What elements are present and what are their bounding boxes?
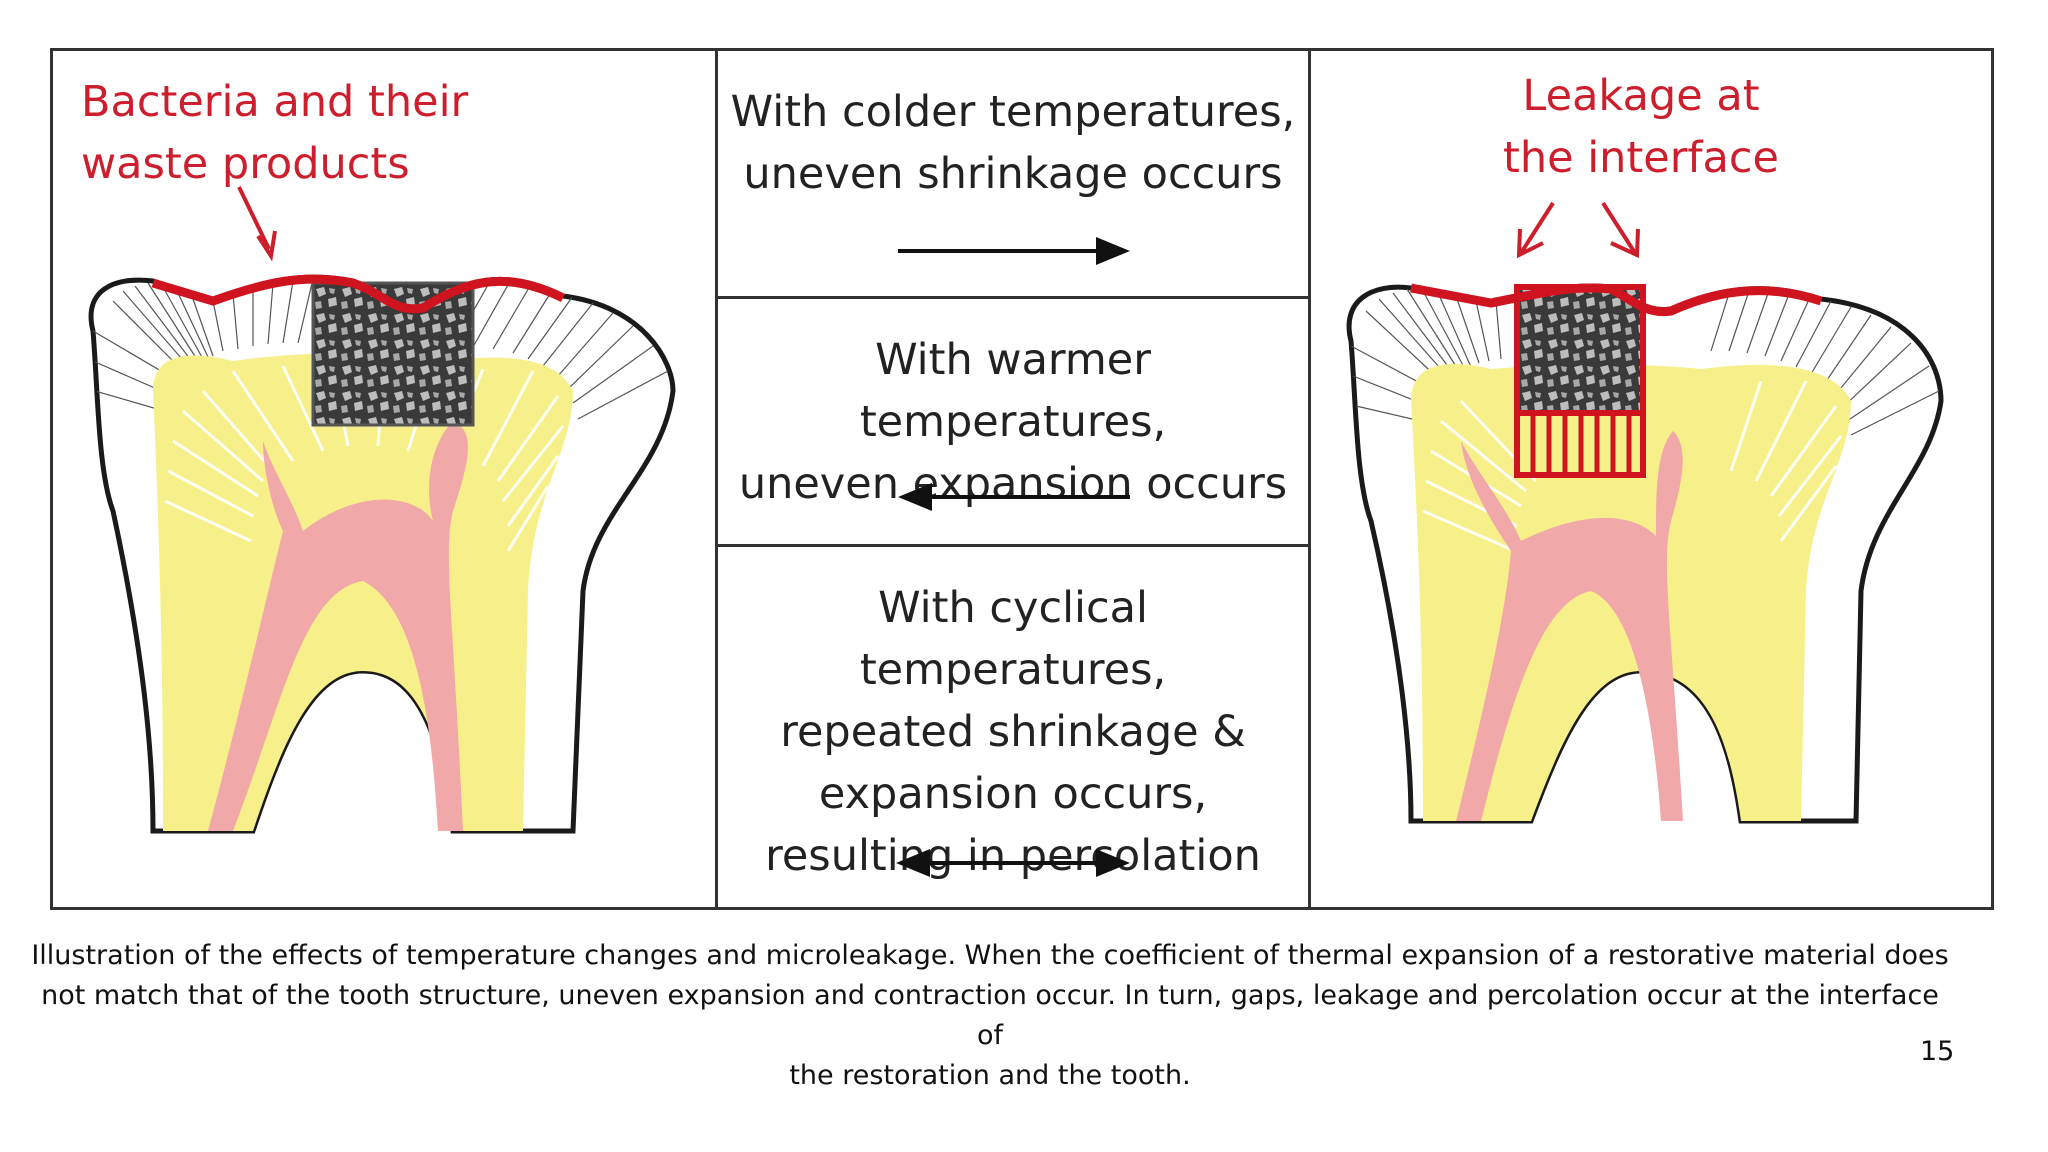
left-tooth-panel: Bacteria and their waste products <box>53 51 715 907</box>
middle-description-panel: With colder temperatures, uneven shrinka… <box>715 51 1311 907</box>
figure-caption: Illustration of the effects of temperatu… <box>31 940 1949 1091</box>
double-arrow-icon <box>896 849 1130 877</box>
left-arrow-icon <box>898 483 1130 511</box>
right-surface-layer <box>1410 283 1823 317</box>
right-label-arrow-right <box>1601 201 1637 255</box>
cold-temperature-text: With colder temperatures, uneven shrinka… <box>730 87 1296 199</box>
left-pulp <box>208 421 468 831</box>
leakage-label: Leakage at the interface <box>1502 71 1779 183</box>
left-label-arrow <box>237 186 271 250</box>
bacteria-label: Bacteria and their waste products <box>81 77 469 189</box>
right-pulp <box>1456 431 1683 821</box>
left-tooth-illustration <box>88 186 676 834</box>
page-number: 15 <box>1920 1036 1955 1067</box>
cyclical-temperature-cell: With cyclical temperatures, repeated shr… <box>718 547 1308 907</box>
microleakage-figure: Bacteria and their waste products With c… <box>50 48 1994 910</box>
cyclical-temperature-text: With cyclical temperatures, repeated shr… <box>765 583 1261 881</box>
left-bacteria-layer <box>151 274 566 314</box>
right-tooth-panel: Leakage at the interface <box>1311 51 1991 907</box>
warm-temperature-text: With warmer temperatures, uneven expansi… <box>738 335 1288 509</box>
warm-temperature-cell: With warmer temperatures, uneven expansi… <box>718 299 1308 547</box>
right-restoration <box>1514 284 1646 416</box>
right-arrow-icon <box>898 237 1130 265</box>
cold-temperature-cell: With colder temperatures, uneven shrinka… <box>718 51 1308 299</box>
right-label-arrow-left <box>1519 201 1555 255</box>
right-tooth-illustration <box>1346 201 1944 824</box>
